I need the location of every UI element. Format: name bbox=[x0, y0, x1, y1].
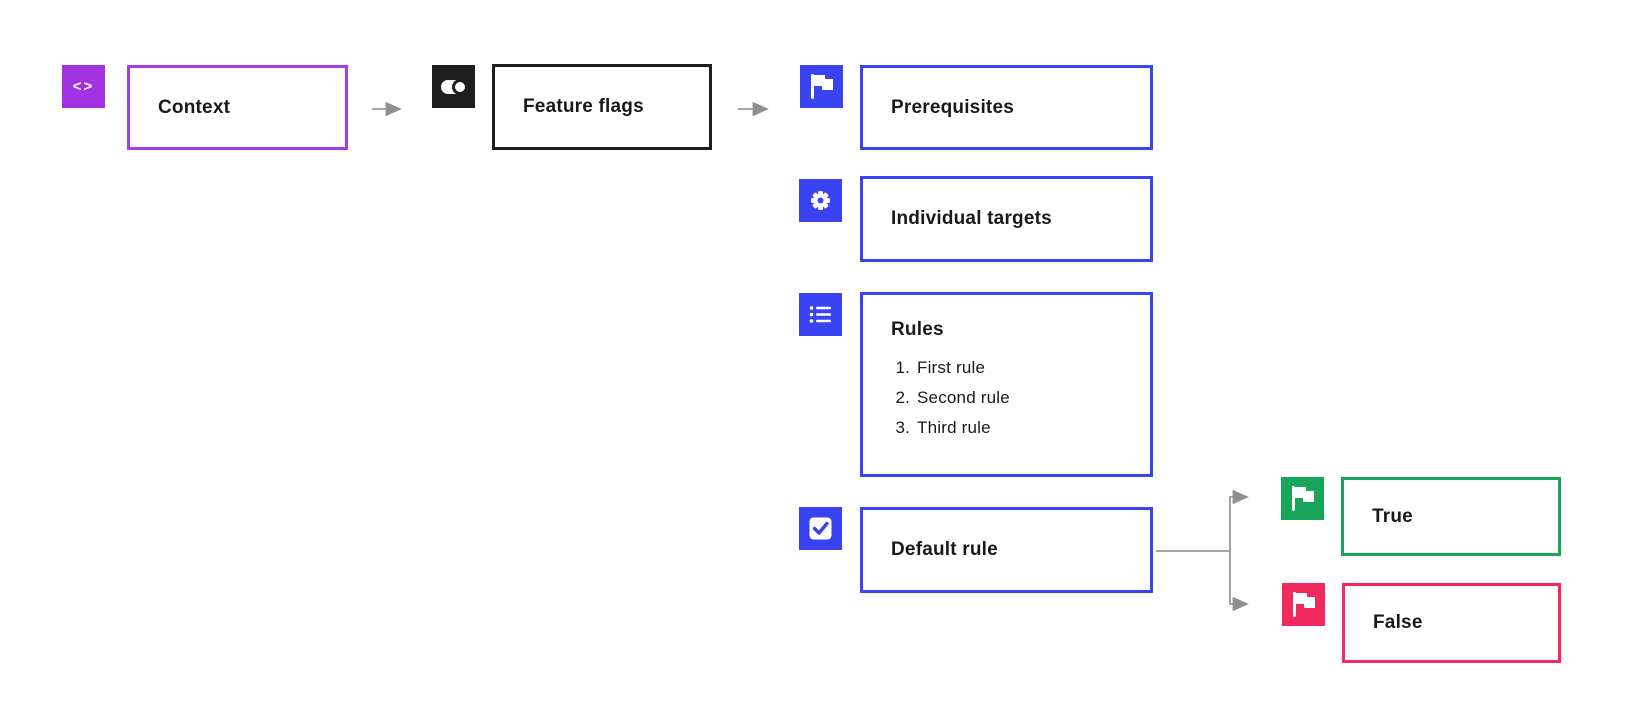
prerequisites-node: Prerequisites bbox=[860, 65, 1153, 150]
code-icon-glyph: <> bbox=[72, 78, 95, 95]
flag-icon-true bbox=[1281, 477, 1324, 520]
branch-to-false bbox=[1229, 551, 1249, 612]
prerequisites-label: Prerequisites bbox=[891, 96, 1014, 118]
individual-targets-node: Individual targets bbox=[860, 176, 1153, 262]
feature-flags-label: Feature flags bbox=[523, 96, 644, 117]
rules-title: Rules bbox=[891, 319, 944, 340]
feature-flags-node: Feature flags bbox=[492, 64, 712, 150]
outcome-true-label: True bbox=[1372, 505, 1413, 527]
checkbox-icon-glyph bbox=[809, 517, 832, 540]
list-icon-glyph bbox=[809, 306, 831, 323]
flag-icon bbox=[800, 65, 843, 108]
rule-item-3: Third rule bbox=[915, 413, 1150, 443]
default-rule-label: Default rule bbox=[891, 539, 998, 560]
list-icon bbox=[799, 293, 842, 336]
flag-icon-false bbox=[1282, 583, 1325, 626]
rules-node: Rules First rule Second rule Third rule bbox=[860, 292, 1153, 477]
gear-icon bbox=[799, 179, 842, 222]
checkbox-icon bbox=[799, 507, 842, 550]
toggle-icon bbox=[432, 65, 475, 108]
code-icon: <> bbox=[62, 65, 105, 108]
outcome-false-label: False bbox=[1373, 612, 1423, 633]
outcome-true-node: True bbox=[1341, 477, 1561, 556]
context-node: Context bbox=[127, 65, 348, 150]
rule-item-2: Second rule bbox=[915, 383, 1150, 413]
context-label: Context bbox=[158, 96, 231, 118]
rules-list: First rule Second rule Third rule bbox=[891, 353, 1150, 443]
default-rule-node: Default rule bbox=[860, 507, 1153, 593]
flag-icon-false-glyph bbox=[1293, 592, 1315, 617]
outcome-false-node: False bbox=[1342, 583, 1561, 663]
rule-item-1: First rule bbox=[915, 353, 1150, 383]
flag-icon-glyph bbox=[811, 74, 833, 99]
gear-icon-glyph bbox=[811, 191, 830, 210]
toggle-pill bbox=[440, 78, 468, 95]
flag-icon-true-glyph bbox=[1292, 486, 1314, 511]
individual-targets-label: Individual targets bbox=[891, 208, 1052, 229]
branch-to-true bbox=[1229, 489, 1249, 551]
toggle-knob bbox=[451, 78, 468, 95]
